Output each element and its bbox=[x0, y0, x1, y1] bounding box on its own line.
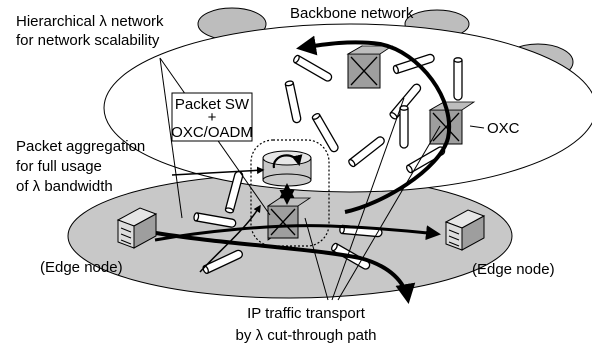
aggregation-label: for full usage bbox=[16, 158, 102, 175]
backbone-path-arrow bbox=[296, 35, 452, 214]
cut-through-arrow bbox=[199, 204, 261, 273]
edge-node-server-icon bbox=[444, 209, 486, 251]
oxc-label: OXC bbox=[487, 120, 520, 137]
edge-node-label-right: (Edge node) bbox=[472, 261, 555, 278]
leader-line bbox=[304, 217, 329, 301]
packet-switch-enclosure bbox=[250, 139, 330, 247]
edge-node-server-icon bbox=[116, 207, 158, 249]
leader-line bbox=[337, 125, 441, 301]
backbone-network-ellipse bbox=[103, 23, 592, 193]
hierarchical-label: for network scalability bbox=[16, 32, 160, 49]
leader-line bbox=[469, 125, 485, 129]
oxc-crossed-square-icon bbox=[346, 45, 394, 89]
aggregation-arrow bbox=[171, 166, 265, 176]
edge-node-label-left: (Edge node) bbox=[40, 259, 123, 276]
ip-traffic-label: IP traffic transport bbox=[247, 305, 366, 322]
packet-switch-cylinder-icon bbox=[262, 150, 312, 187]
ip-traffic-label: by λ cut-through path bbox=[236, 327, 377, 344]
backbone-label: Backbone network bbox=[290, 5, 414, 22]
packet-sw-label-box bbox=[171, 92, 253, 142]
hierarchical-label: Hierarchical λ network bbox=[16, 13, 164, 30]
packet-sw-label: OXC/OADM bbox=[171, 124, 253, 141]
packet-sw-label: + bbox=[208, 109, 217, 126]
aggregation-label: of λ bandwidth bbox=[16, 178, 113, 195]
aggregation-label: Packet aggregation bbox=[16, 138, 145, 155]
ring-path-arrow bbox=[149, 230, 416, 304]
edge-path-arrow bbox=[154, 224, 441, 242]
leader-line bbox=[331, 97, 405, 301]
leader-line bbox=[159, 57, 183, 219]
packet-sw-label: Packet SW bbox=[175, 96, 250, 113]
